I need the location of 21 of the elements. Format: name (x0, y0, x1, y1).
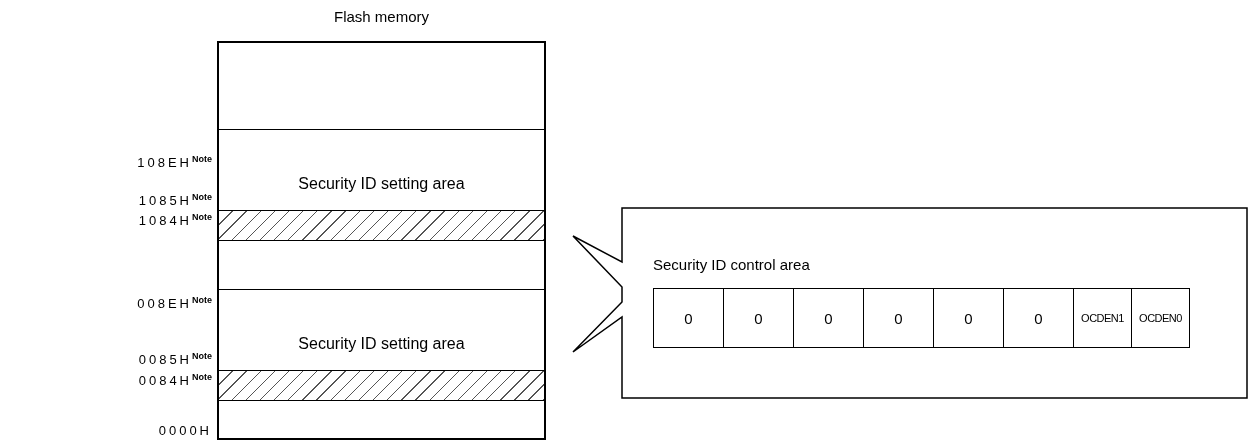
memory-title: Flash memory (333, 8, 430, 25)
register-bit: 0 (1004, 289, 1074, 347)
address-label: 0000H (158, 424, 212, 438)
region-label: Security ID setting area (297, 334, 466, 353)
address-label: 108EH$^{Note}$ (137, 153, 212, 171)
callout-title: Security ID control area (653, 256, 810, 273)
address-label: 008EH$^{Note}$ (137, 294, 212, 312)
register-bit: 0 (934, 289, 1004, 347)
address-label: 0085H$^{Note}$ (138, 350, 212, 368)
address-label: 1084H$^{Note}$ (138, 211, 212, 229)
hatched-region (219, 370, 544, 401)
register-bit: OCDEN0 (1132, 289, 1190, 347)
register-bit: 0 (724, 289, 794, 347)
register-bit: OCDEN1 (1074, 289, 1132, 347)
address-label: 0084H$^{Note}$ (138, 371, 212, 389)
register-bit: 0 (654, 289, 724, 347)
register-bit: 0 (864, 289, 934, 347)
address-label: 1085H$^{Note}$ (138, 191, 212, 209)
register-bit: 0 (794, 289, 864, 347)
region-label: Security ID setting area (297, 174, 466, 193)
hatched-region (219, 210, 544, 241)
